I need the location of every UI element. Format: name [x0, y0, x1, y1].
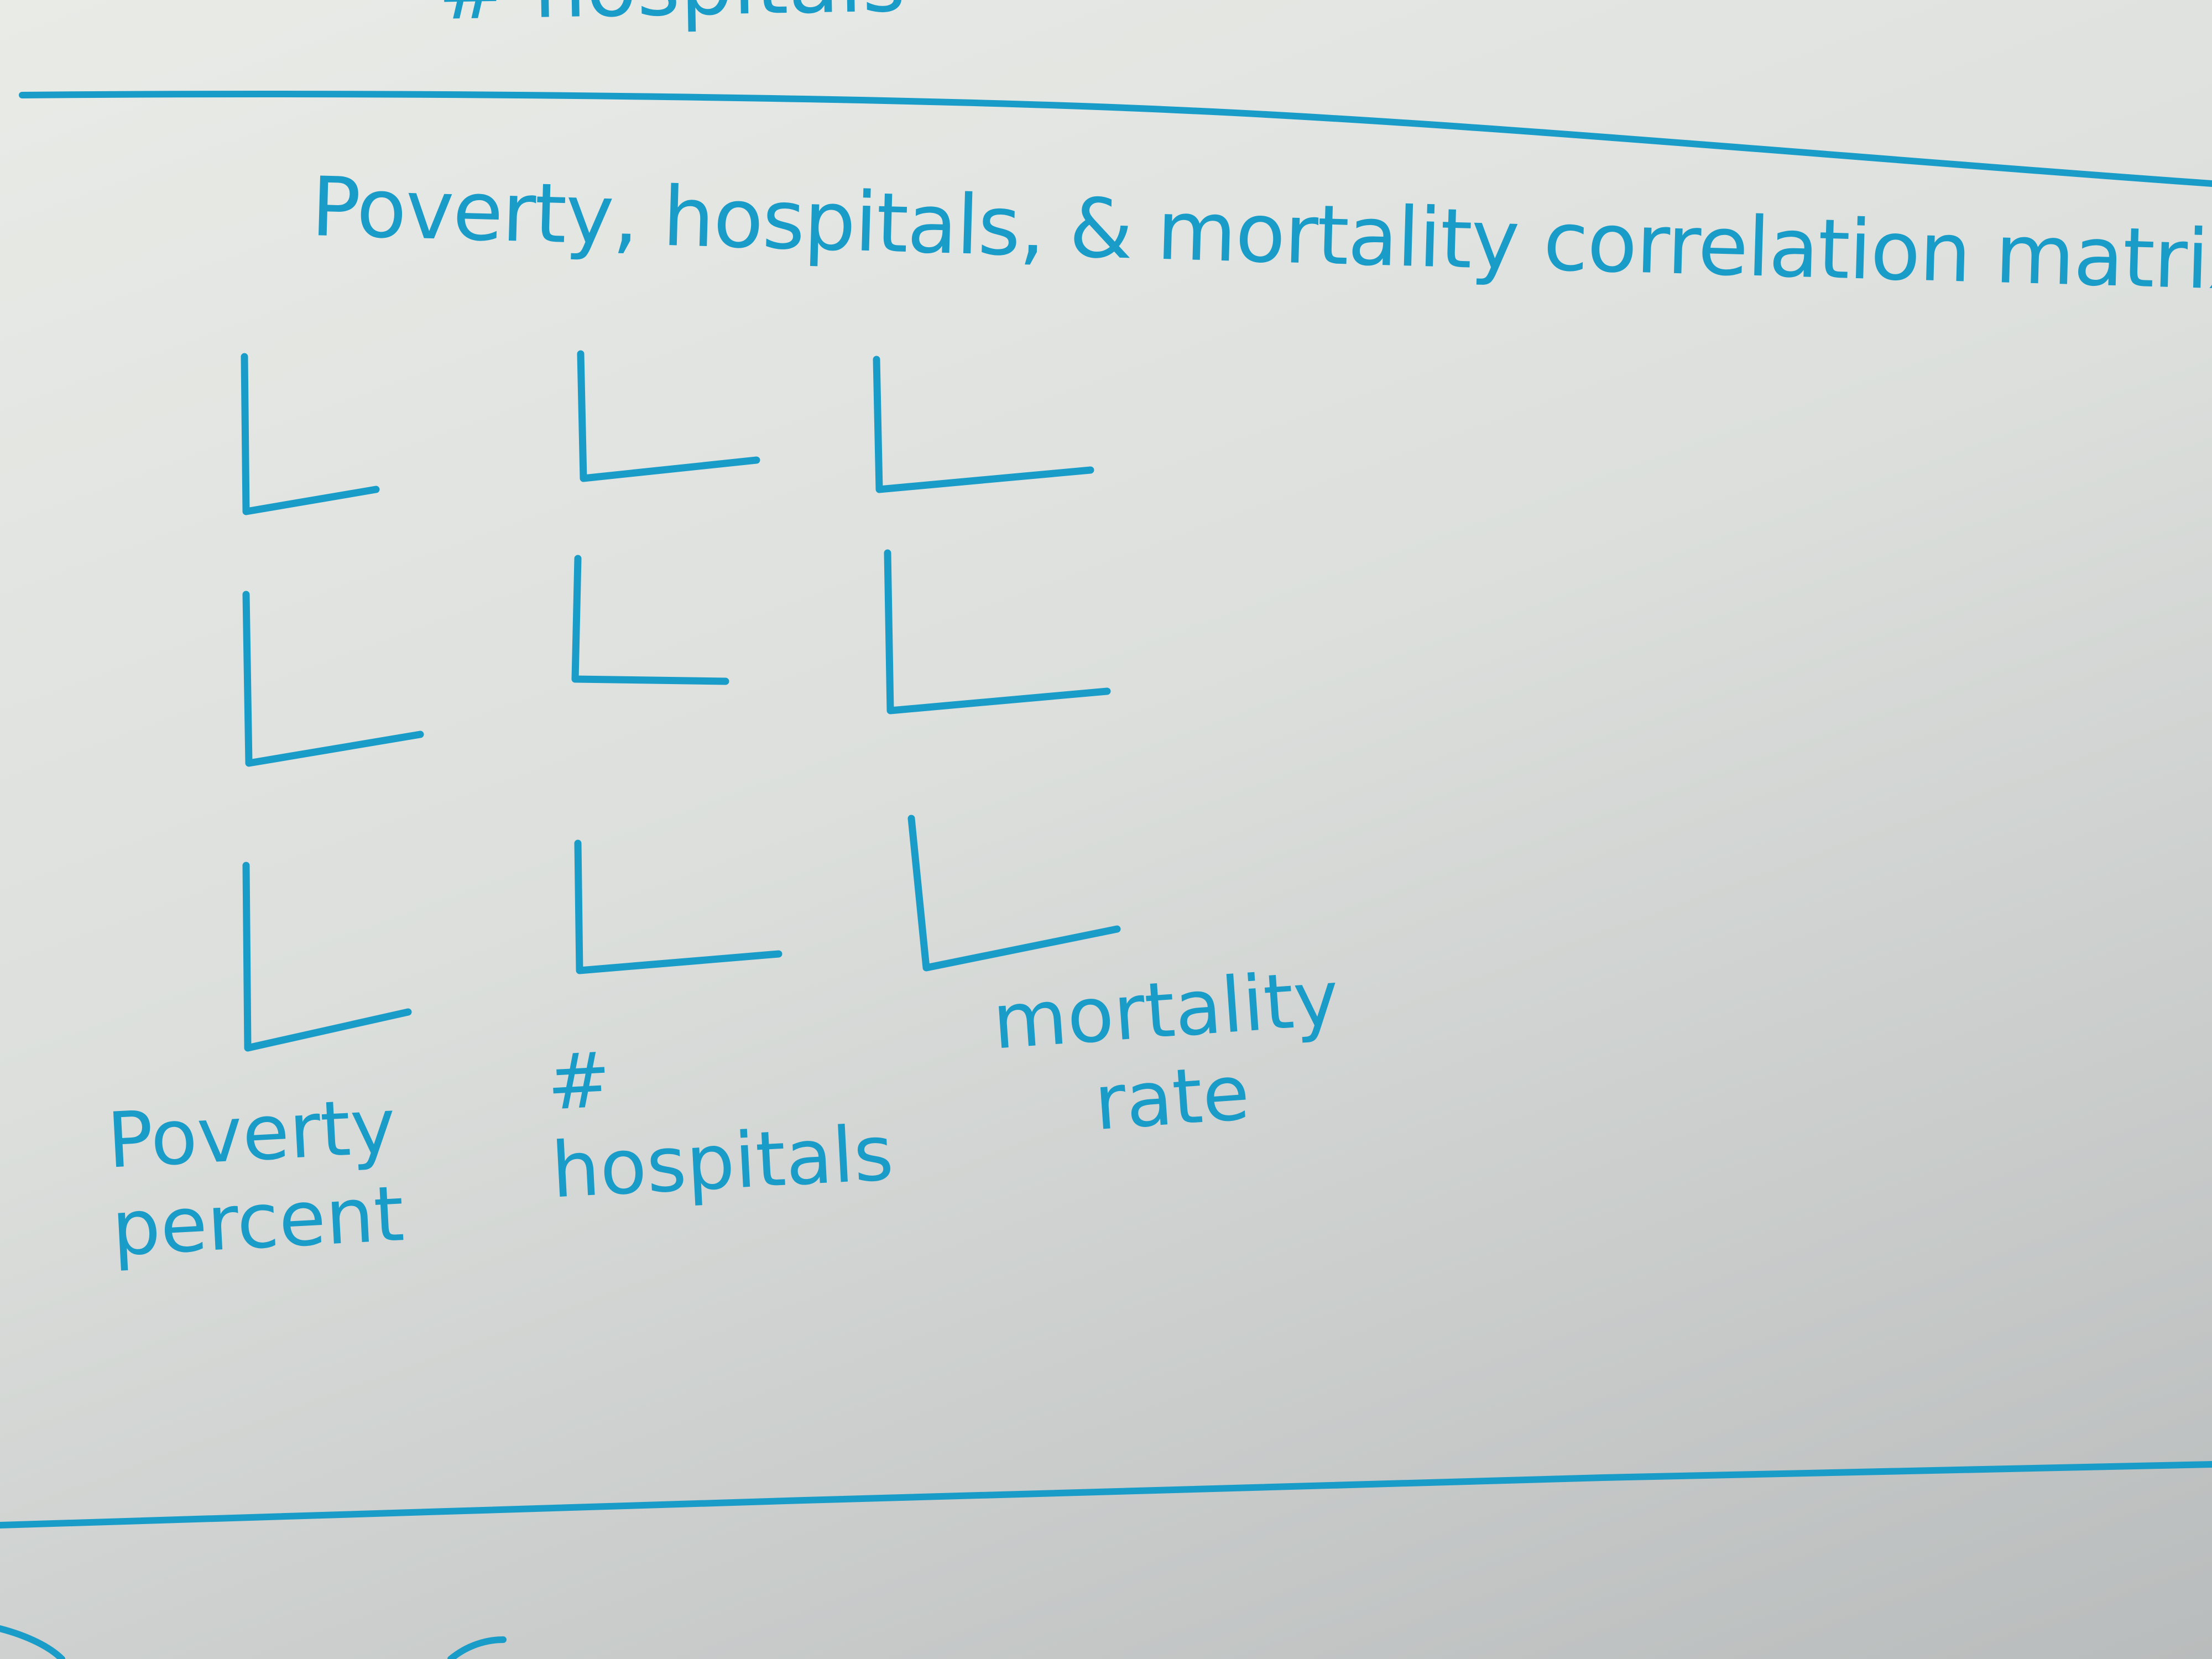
- column-label-number-of-hospitals: # hospitals: [545, 1022, 896, 1215]
- matrix-cell-r2c3-axes: [884, 549, 1111, 714]
- top-rule-line: [19, 91, 2212, 187]
- partial-stroke-left: [0, 1625, 65, 1659]
- column-label-hospitals-line2: hospitals: [549, 1108, 896, 1215]
- matrix-cell-r3c3-axes: [907, 815, 1121, 972]
- matrix-cell-r1c2-axes: [577, 350, 760, 482]
- matrix-cell-r3c2-axes: [574, 839, 782, 974]
- matrix-cell-r2c2-axes: [571, 555, 729, 685]
- previous-heading-fragment: # hospitals: [437, 0, 906, 39]
- correlation-matrix-grid: [241, 350, 1121, 1052]
- matrix-cell-r3c1-axes: [242, 862, 412, 1052]
- bottom-rule-line: [0, 1461, 2212, 1528]
- column-label-poverty-line1: Poverty: [105, 1081, 398, 1186]
- matrix-cell-r1c1-axes: [241, 353, 380, 515]
- column-label-poverty-line2: percent: [109, 1168, 406, 1274]
- matrix-cell-r1c3-axes: [873, 356, 1094, 493]
- partial-stroke-right: [447, 1636, 507, 1659]
- column-label-poverty-percent: Poverty percent: [105, 1081, 406, 1274]
- matrix-cell-r2c1-axes: [242, 591, 424, 767]
- column-label-mortality-rate: mortality rate: [990, 953, 1348, 1154]
